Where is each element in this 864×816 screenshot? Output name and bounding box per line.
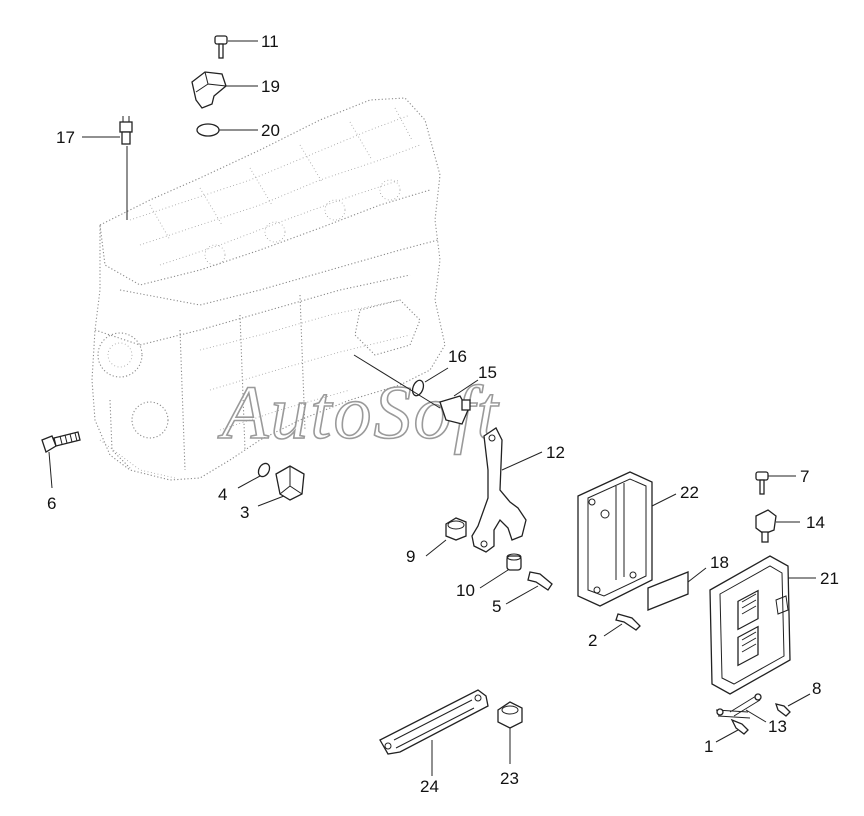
part-20-o-ring [196, 123, 258, 137]
callout-2: 2 [588, 631, 597, 650]
part-5-bolt [505, 571, 553, 605]
part-15-sensor [353, 354, 479, 425]
callout-14: 14 [806, 513, 825, 532]
callout-4: 4 [218, 485, 227, 504]
callout-18: 18 [710, 553, 729, 572]
callout-12: 12 [546, 443, 565, 462]
callout-15: 15 [478, 363, 497, 382]
part-10-spacer [479, 553, 522, 589]
callout-16: 16 [448, 347, 467, 366]
callout-13: 13 [768, 717, 787, 736]
callout-23: 23 [500, 769, 519, 788]
part-24-strap-bracket [379, 689, 489, 776]
callout-11: 11 [261, 32, 279, 51]
callout-5: 5 [492, 597, 501, 616]
callout-10: 10 [456, 581, 475, 600]
part-6-flange-bolt [41, 431, 81, 489]
engine-block-drawing [91, 97, 446, 481]
part-18-label-plate [647, 567, 707, 611]
callout-21: 21 [820, 569, 839, 588]
part-11-bolt [214, 35, 258, 59]
callout-22: 22 [680, 483, 699, 502]
part-4-o-ring [237, 462, 271, 489]
callout-17: 17 [56, 128, 75, 147]
callout-24: 24 [420, 777, 439, 796]
part-9-nut [425, 517, 467, 557]
part-21-ecu [709, 555, 816, 695]
callout-1: 1 [704, 737, 713, 756]
callout-9: 9 [406, 547, 415, 566]
callout-3: 3 [240, 503, 249, 522]
callout-19: 19 [261, 77, 280, 96]
part-14-connector [755, 509, 800, 543]
part-16-o-ring [411, 367, 449, 397]
part-22-mounting-plate [577, 471, 677, 607]
part-1-bolt [715, 718, 749, 743]
part-8-screw [775, 693, 811, 717]
callout-20: 20 [261, 121, 280, 140]
part-7-bolt [755, 471, 796, 495]
callout-labels: 1 2 3 4 5 6 7 8 9 10 11 12 13 14 15 16 1… [47, 32, 839, 796]
part-13-screws [715, 693, 767, 723]
callout-8: 8 [812, 679, 821, 698]
part-2-screw [603, 613, 641, 637]
part-17-temperature-sensor [82, 116, 133, 220]
part-23-nut [497, 701, 523, 764]
part-3-crank-sensor [257, 465, 305, 507]
part-12-bracket [471, 427, 543, 553]
callout-7: 7 [800, 467, 809, 486]
callout-6: 6 [47, 494, 56, 513]
part-19-sensor [191, 71, 258, 109]
